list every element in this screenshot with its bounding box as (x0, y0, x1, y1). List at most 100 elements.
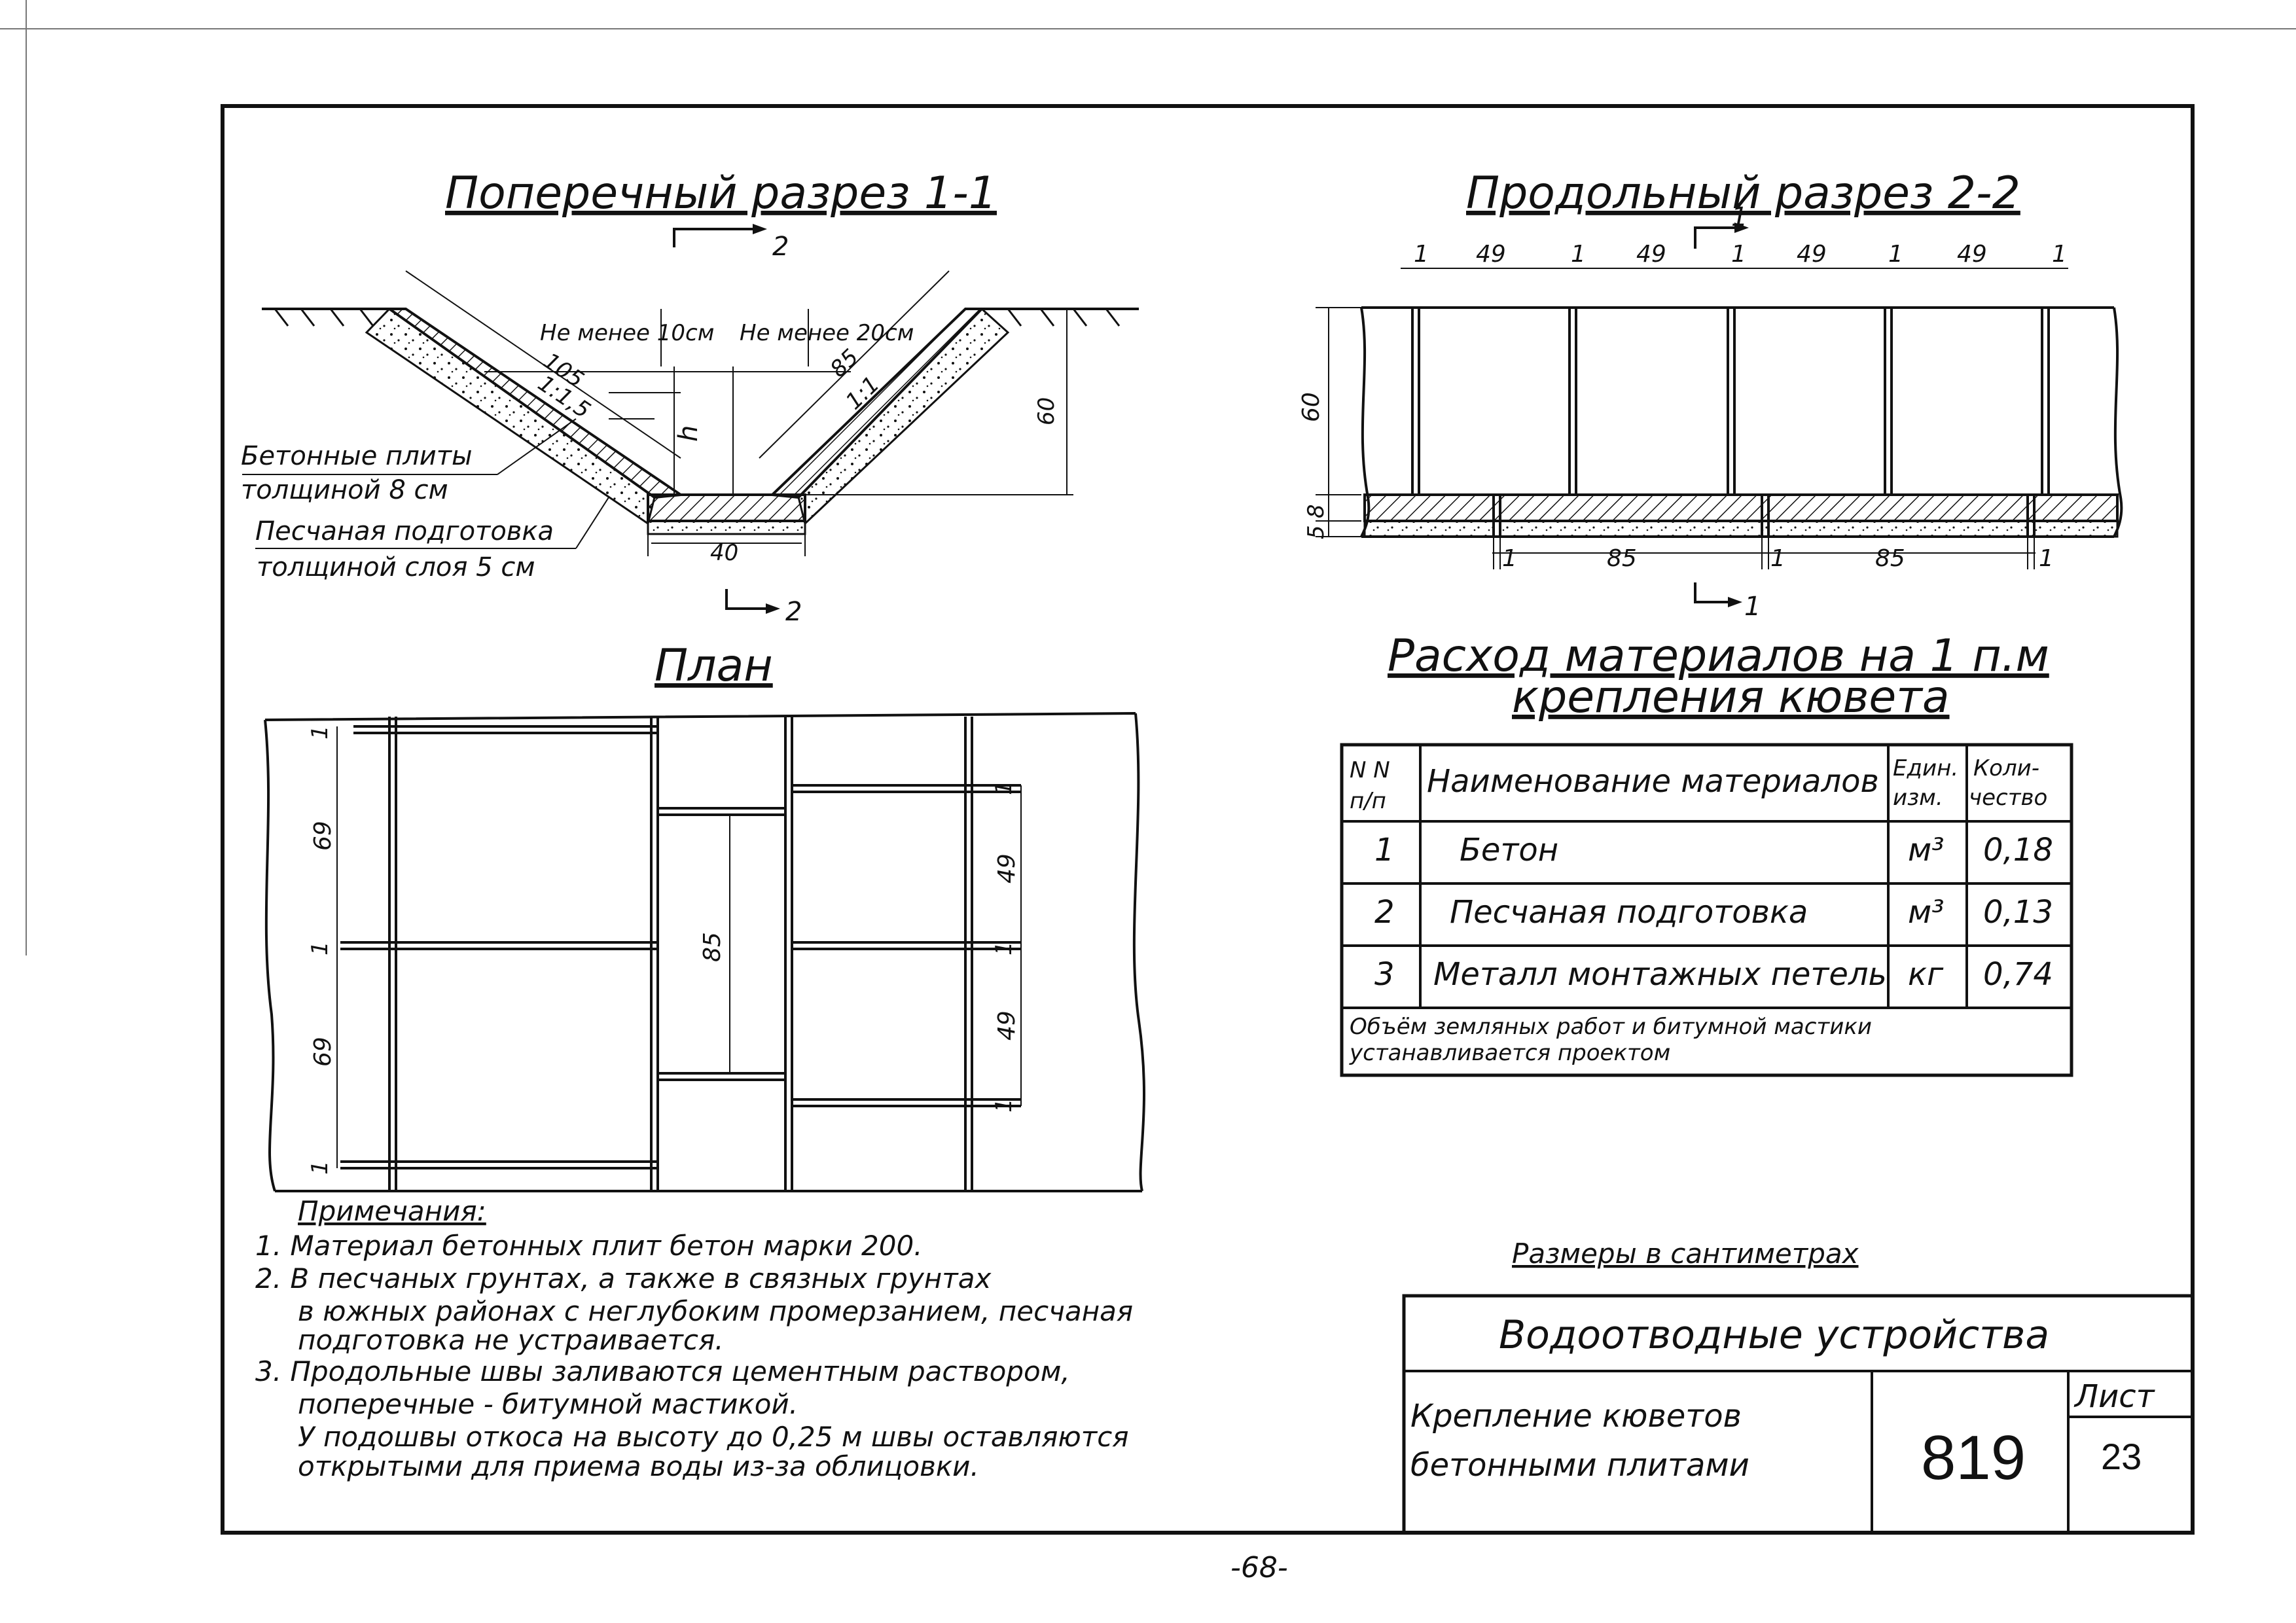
cross-section-title: Поперечный разрез 1-1 (445, 168, 997, 219)
dim-not-less-10: Не менее 10см (540, 320, 714, 346)
longitudinal-section-title: Продольный разрез 2-2 (1466, 168, 2020, 219)
svg-text:1: 1 (2052, 241, 2067, 268)
svg-text:1: 1 (1374, 832, 1395, 868)
svg-text:1: 1 (307, 941, 333, 955)
longitudinal-section: Продольный разрез 2-2 1 1 49 1 49 1 49 1… (1298, 168, 2123, 622)
long-height-5: 5 (1303, 525, 1329, 539)
title-block-main: Водоотводные устройства (1499, 1312, 2049, 1358)
svg-text:Бетон: Бетон (1460, 832, 1558, 868)
materials-table: Расход материалов на 1 п.м крепления кюв… (1340, 630, 2073, 1077)
note-line: открытыми для приема воды из-за облицовк… (298, 1450, 979, 1482)
svg-text:1: 1 (307, 1160, 333, 1175)
svg-text:1: 1 (2039, 545, 2054, 572)
plan-middle-dim: 85 (699, 932, 726, 962)
svg-text:1: 1 (307, 725, 333, 740)
bottom-slab (647, 493, 806, 522)
svg-text:49: 49 (994, 1010, 1020, 1041)
svg-text:49: 49 (1476, 241, 1506, 268)
svg-text:Металл монтажных петель: Металл монтажных петель (1433, 956, 1887, 993)
materials-title-1: Расход материалов на 1 п.м (1388, 630, 2049, 682)
table-row: 2 Песчаная подготовка м³ 0,13 (1374, 894, 2053, 931)
title-block-number: 819 (1921, 1423, 2026, 1493)
bottom-40: 40 (710, 540, 738, 566)
note-line: 3. Продольные швы заливаются цементным р… (255, 1355, 1070, 1387)
long-sand (1363, 520, 2119, 538)
svg-text:49: 49 (1636, 241, 1666, 268)
svg-text:Песчаная подготовка: Песчаная подготовка (1450, 894, 1808, 931)
title-block: Водоотводные устройства Крепление кювето… (1402, 1294, 2195, 1535)
note-line: 2. В песчаных грунтах, а также в связных… (255, 1262, 992, 1294)
svg-text:1: 1 (1502, 545, 1517, 572)
sand-label-1: Песчаная подготовка (255, 516, 554, 546)
svg-text:0,13: 0,13 (1983, 894, 2053, 931)
note-line: подготовка не устраивается. (298, 1324, 724, 1356)
notes: Примечания: 1. Материал бетонных плит бе… (255, 1195, 1133, 1482)
svg-text:0,18: 0,18 (1983, 832, 2053, 868)
plan-title: План (655, 640, 773, 692)
hdr-num-2: п/п (1350, 788, 1386, 814)
cross-section: Поперечный разрез 1-1 2 (241, 168, 1139, 627)
title-block-sheet-label: Лист (2073, 1378, 2156, 1415)
title-block-desc-1: Крепление кюветов (1410, 1398, 1742, 1435)
title-block-desc-2: бетонными плитами (1410, 1447, 1749, 1484)
plan-right-dims: 1 49 1 49 1 (991, 781, 1020, 1113)
table-row: 3 Металл монтажных петель кг 0,74 (1374, 956, 2053, 993)
cut-label-top: 2 (772, 232, 789, 262)
svg-text:3: 3 (1374, 956, 1395, 993)
notes-title: Примечания: (298, 1195, 486, 1227)
svg-text:1: 1 (1731, 241, 1746, 268)
plan-outline (264, 712, 1146, 1192)
svg-text:1: 1 (1571, 241, 1586, 268)
svg-text:49: 49 (994, 853, 1020, 883)
hdr-qty-1: Коли- (1973, 755, 2039, 781)
svg-text:1: 1 (1770, 545, 1785, 572)
top-dims: 1 49 1 49 1 49 1 49 1 (1414, 241, 2067, 268)
svg-text:85: 85 (1875, 545, 1905, 572)
page-number: -68- (1230, 1551, 1288, 1584)
long-slab (1363, 493, 2119, 522)
svg-text:1: 1 (991, 781, 1017, 795)
hdr-unit-2: изм. (1893, 785, 1943, 811)
svg-text:кг: кг (1908, 956, 1944, 993)
units-note: Размеры в сантиметрах (1512, 1238, 1859, 1270)
slabs-label-2: толщиной 8 см (241, 475, 448, 505)
table-row: 1 Бетон м³ 0,18 (1374, 832, 2053, 868)
svg-text:1: 1 (991, 1098, 1017, 1113)
svg-text:м³: м³ (1908, 832, 1944, 868)
plan-view: План 1 69 1 (264, 640, 1146, 1192)
note-line: в южных районах с неглубоким промерзание… (298, 1295, 1133, 1327)
hdr-name: Наименование материалов (1427, 763, 1879, 800)
svg-text:2: 2 (1374, 894, 1395, 931)
note-line: 1. Материал бетонных плит бетон марки 20… (255, 1230, 923, 1262)
note-line: поперечные - битумной мастикой. (298, 1388, 798, 1420)
slabs-label-1: Бетонные плиты (241, 441, 473, 471)
hdr-unit-1: Един. (1893, 755, 1958, 781)
materials-title-2: крепления кювета (1512, 671, 1950, 723)
depth-h: h (673, 425, 704, 442)
long-cut-label-top: 1 (1731, 202, 1748, 232)
long-height-8: 8 (1303, 504, 1329, 518)
dim-85: 85 (825, 344, 864, 383)
svg-text:49: 49 (1797, 241, 1827, 268)
bottom-sand (647, 520, 806, 535)
svg-text:69: 69 (310, 821, 336, 851)
svg-text:м³: м³ (1908, 894, 1944, 931)
title-block-sheet-number: 23 (2101, 1436, 2142, 1477)
svg-text:1: 1 (1414, 241, 1429, 268)
svg-text:69: 69 (310, 1037, 336, 1067)
bottom-dims: 1 85 1 85 1 (1502, 545, 2054, 572)
depth-60: 60 (1033, 397, 1060, 425)
dim-not-less-20: Не менее 20см (740, 320, 914, 346)
table-footnote-2: устанавливается проектом (1349, 1040, 1670, 1066)
note-line: У подошвы откоса на высоту до 0,25 м швы… (298, 1421, 1129, 1453)
svg-text:0,74: 0,74 (1983, 956, 2053, 993)
table-footnote-1: Объём земляных работ и битумной мастики (1350, 1014, 1872, 1040)
drawing-frame (221, 104, 2195, 1535)
long-cut-label-bottom: 1 (1744, 592, 1761, 622)
sand-label-2: толщиной слоя 5 см (257, 552, 535, 582)
plan-left-dims: 1 69 1 69 1 (307, 725, 336, 1175)
hdr-num-1: N N (1350, 757, 1390, 783)
svg-text:1: 1 (1888, 241, 1903, 268)
svg-text:49: 49 (1957, 241, 1987, 268)
